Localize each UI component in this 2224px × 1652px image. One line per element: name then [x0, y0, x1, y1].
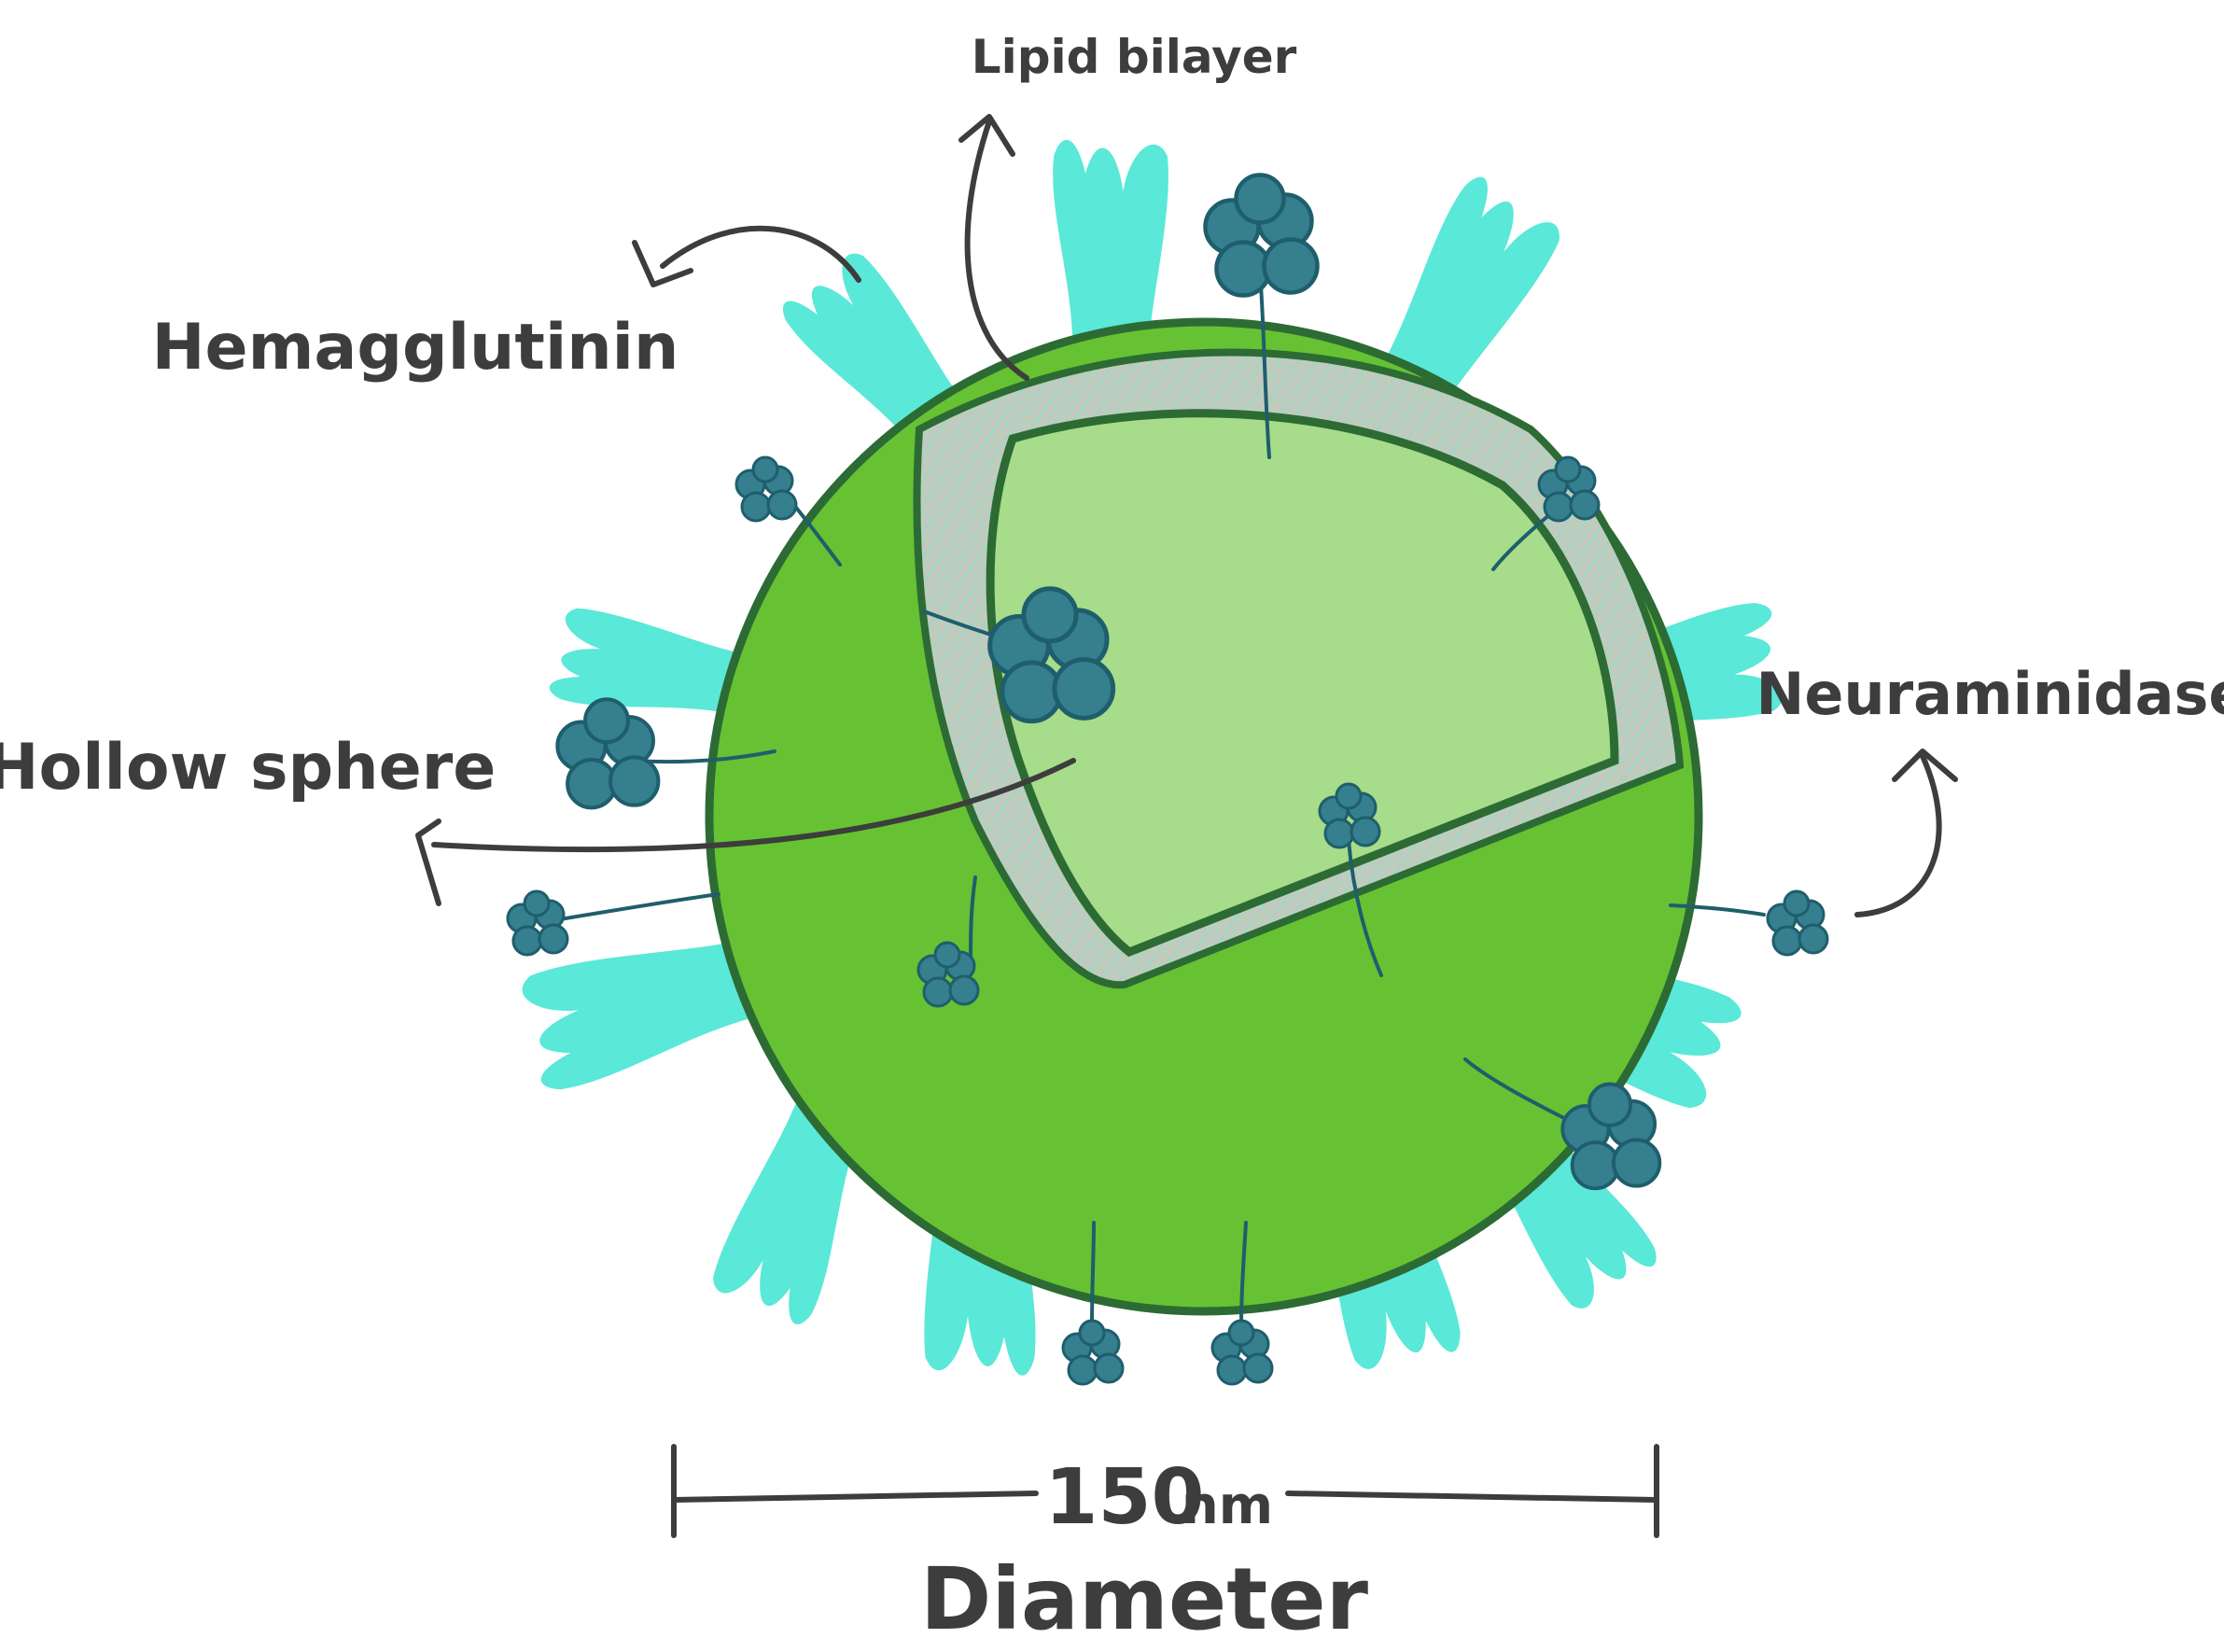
- label-hollow-sphere: Hollow sphere: [0, 731, 496, 805]
- neuraminidase-stalk: [1669, 903, 1766, 917]
- neuraminidase-stalk: [558, 892, 720, 921]
- label-neuraminidase: Neuraminidase: [1756, 660, 2224, 728]
- neuraminidase-head: [506, 889, 569, 957]
- neuraminidase-stalk: [1258, 269, 1271, 459]
- lipid-bilayer-arrow: [958, 114, 1029, 381]
- neuraminidase-head: [1560, 1082, 1662, 1191]
- label-hemagglutinin: Hemagglutinin: [152, 311, 679, 385]
- label-diameter: Diameter: [920, 1549, 1369, 1649]
- hollow-sphere-arrow: [415, 758, 1076, 906]
- annotation-arrows: [415, 114, 1958, 917]
- neuraminidase-head: [916, 941, 980, 1008]
- scale-bar: [671, 1444, 1659, 1538]
- neuraminidase-head: [734, 455, 798, 523]
- scale-value: 150: [1044, 1453, 1204, 1542]
- neuraminidase-head: [1061, 1319, 1125, 1386]
- neuraminidase-head: [1203, 173, 1320, 298]
- neuraminidase-head: [987, 586, 1116, 724]
- neuraminidase-stalk: [791, 502, 842, 567]
- neuraminidase-head: [1537, 455, 1601, 523]
- neuraminidase-head: [1318, 782, 1381, 849]
- scale-bar-right-line: [1285, 1491, 1659, 1503]
- neuraminidase-head: [555, 697, 661, 810]
- neuraminidase-stalk: [1347, 838, 1383, 977]
- scale-unit: nm: [1182, 1476, 1273, 1536]
- scale-bar-left-line: [671, 1491, 1039, 1503]
- labels: Lipid bilayer Hemagglutinin Hollow spher…: [0, 30, 2224, 1649]
- label-lipid-bilayer: Lipid bilayer: [972, 30, 1297, 84]
- neuraminidase-stalk: [1090, 1221, 1096, 1327]
- neuraminidase-heads: [506, 173, 1829, 1386]
- neuraminidase-head: [1766, 889, 1829, 957]
- neuraminidase-arrow: [1854, 749, 1958, 917]
- viral-envelope: [705, 317, 1703, 1316]
- hemagglutinin-arrow: [632, 225, 861, 287]
- neuraminidase-head: [1210, 1319, 1274, 1386]
- neuraminidase-stalk: [1239, 1221, 1248, 1327]
